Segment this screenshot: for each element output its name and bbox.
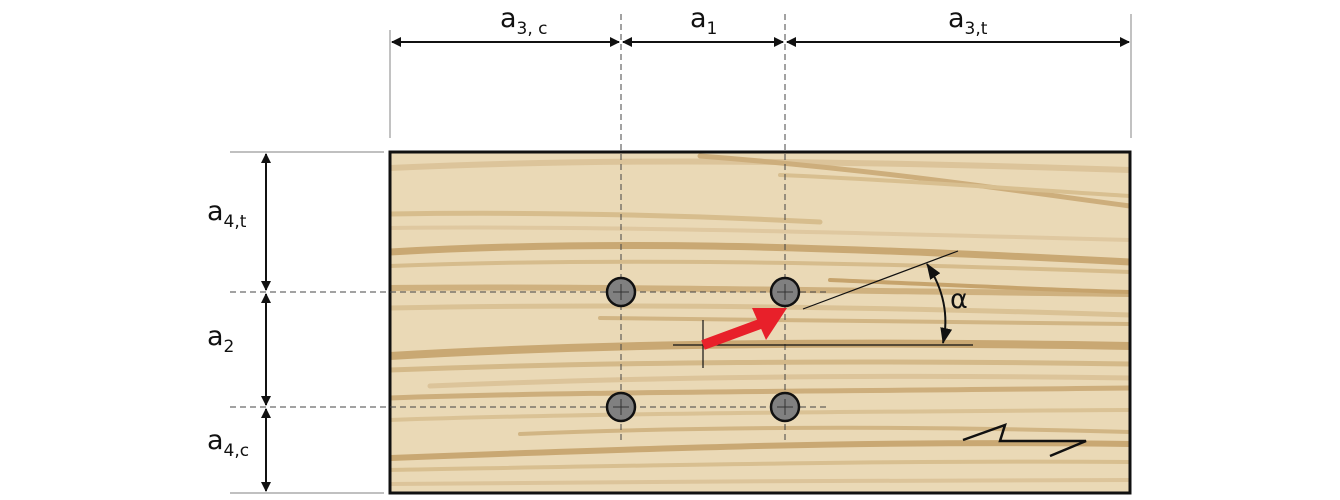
fasteners xyxy=(605,276,801,423)
label-a1: a1 xyxy=(690,3,717,39)
grain-direction-symbol xyxy=(962,422,1087,458)
label-a3t: a3,t xyxy=(948,3,988,39)
angle-label: α xyxy=(950,284,968,315)
extension-lines-top xyxy=(389,14,1132,138)
timber-member xyxy=(388,150,1132,495)
extension-lines-left xyxy=(230,151,384,494)
label-a4t: a4,t xyxy=(207,196,247,232)
force-angle-construction xyxy=(673,250,973,368)
fastener-4 xyxy=(769,391,801,423)
label-a2: a2 xyxy=(207,321,234,357)
fastener-3 xyxy=(605,391,637,423)
fastener-1 xyxy=(605,276,637,308)
angle-arc-arrow xyxy=(926,263,953,344)
timber-outline xyxy=(388,150,1132,495)
force-direction-line xyxy=(802,250,959,310)
label-a3c: a3, c xyxy=(500,3,548,39)
force-arrow xyxy=(701,308,787,350)
label-a4c: a4,c xyxy=(207,425,249,461)
fastener-2 xyxy=(769,276,801,308)
fastener-gridlines xyxy=(230,14,830,442)
